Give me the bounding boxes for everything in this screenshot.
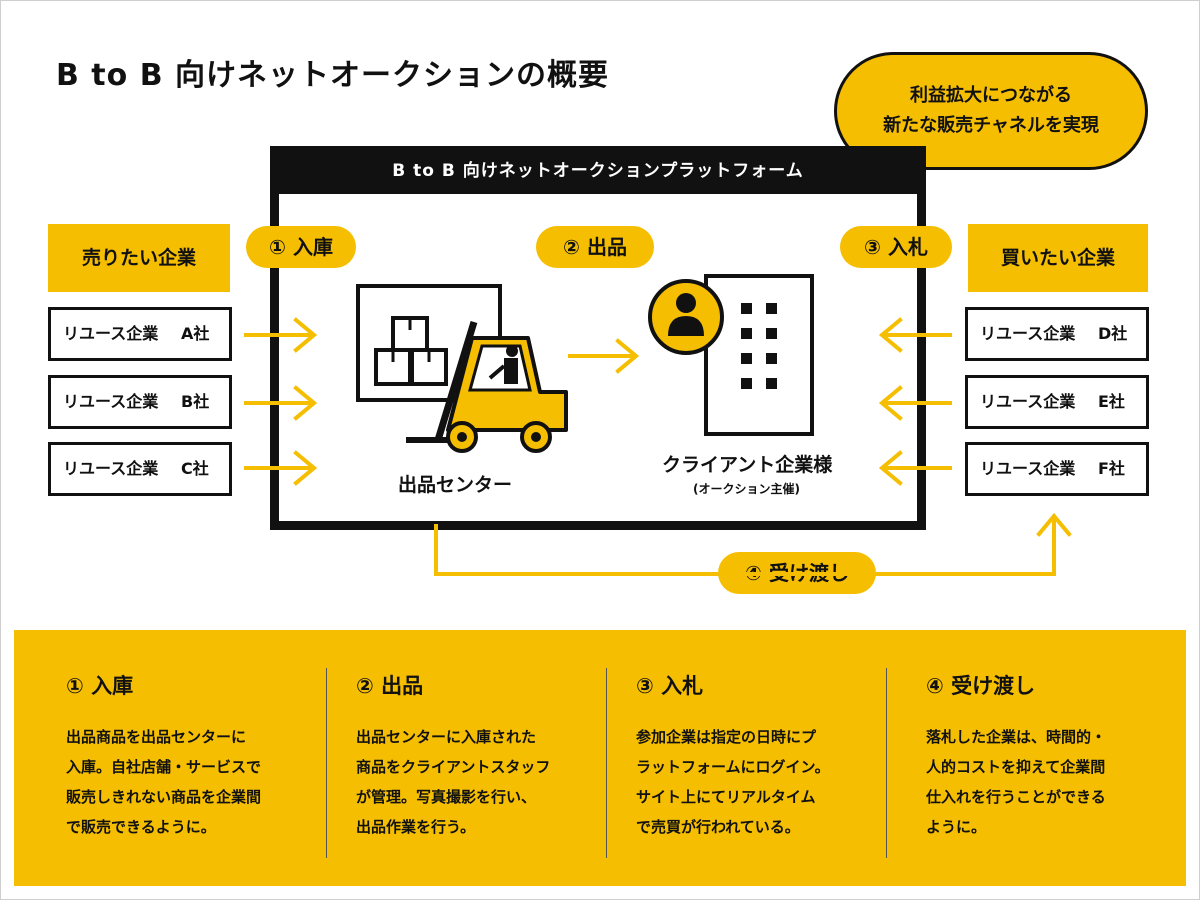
detail-line: 仕入れを行うことができる — [926, 788, 1106, 806]
arrow-left-icon — [878, 450, 952, 486]
sellers-label: 売りたい企業 — [48, 224, 230, 292]
company-name: リユース企業 — [63, 324, 159, 343]
seller-company-b: リユース企業 B社 — [48, 375, 232, 429]
detail-line: で売買が行われている。 — [636, 818, 800, 836]
detail-text: 出品商品を出品センターに 入庫。自社店舗・サービスで 販売しきれない商品を企業間… — [66, 722, 316, 842]
bubble-line-2: 新たな販売チャネルを実現 — [883, 115, 1099, 136]
benefit-bubble: 利益拡大につながる 新たな販売チャネルを実現 — [834, 52, 1148, 170]
detail-title: ③ 入札 — [636, 674, 704, 698]
detail-text: 参加企業は指定の日時にプ ラットフォームにログイン。 サイト上にてリアルタイム … — [636, 722, 886, 842]
buyer-company-f: リユース企業 F社 — [965, 442, 1149, 496]
arrow-right-icon — [244, 317, 318, 353]
company-name: リユース企業 — [63, 459, 159, 478]
detail-title: ① 入庫 — [66, 674, 134, 698]
detail-text: 落札した企業は、時間的・ 人的コストを抑えて企業間 仕入れを行うことができる よ… — [926, 722, 1176, 842]
step-pill-2: ② 出品 — [536, 226, 654, 268]
arrow-left-icon — [878, 385, 952, 421]
company-id: F社 — [1098, 459, 1125, 478]
details-panel — [14, 630, 1186, 886]
company-name: リユース企業 — [63, 392, 159, 411]
detail-line: ように。 — [926, 818, 987, 836]
detail-line: で販売できるように。 — [66, 818, 216, 836]
detail-line: 出品作業を行う。 — [356, 818, 476, 836]
divider — [326, 668, 327, 858]
bubble-line-1: 利益拡大につながる — [910, 85, 1072, 106]
company-id: D社 — [1098, 324, 1128, 343]
detail-column-1: ① 入庫 出品商品を出品センターに 入庫。自社店舗・サービスで 販売しきれない商… — [66, 670, 316, 842]
detail-line: 販売しきれない商品を企業間 — [66, 788, 262, 806]
company-name: リユース企業 — [980, 459, 1076, 478]
divider — [886, 668, 887, 858]
client-sublabel: (オークション主催) — [693, 482, 800, 496]
detail-line: が管理。写真撮影を行い、 — [356, 788, 537, 806]
detail-line: 出品センターに入庫された — [356, 728, 537, 746]
center-label: 出品センター — [398, 474, 513, 496]
company-name: リユース企業 — [980, 392, 1076, 411]
detail-line: 落札した企業は、時間的・ — [926, 728, 1107, 746]
buyers-label: 買いたい企業 — [968, 224, 1148, 292]
divider — [606, 668, 607, 858]
buyer-company-e: リユース企業 E社 — [965, 375, 1149, 429]
company-id: C社 — [181, 459, 209, 478]
arrow-right-icon — [244, 450, 318, 486]
arrow-left-icon — [878, 317, 952, 353]
buyer-company-d: リユース企業 D社 — [965, 307, 1149, 361]
detail-line: 出品商品を出品センターに — [66, 728, 247, 746]
detail-text: 出品センターに入庫された 商品をクライアントスタッフ が管理。写真撮影を行い、 … — [356, 722, 606, 842]
company-name: リユース企業 — [980, 324, 1076, 343]
detail-line: 参加企業は指定の日時にプ — [636, 728, 817, 746]
detail-line: サイト上にてリアルタイム — [636, 788, 816, 806]
arrow-right-icon — [244, 385, 318, 421]
detail-line: ラットフォームにログイン。 — [636, 758, 830, 776]
company-id: A社 — [181, 324, 210, 343]
forklift-icon — [406, 320, 568, 453]
detail-line: 入庫。自社店舗・サービスで — [66, 758, 262, 776]
detail-line: 商品をクライアントスタッフ — [356, 758, 551, 776]
building-icon — [704, 274, 814, 436]
company-id: E社 — [1098, 392, 1125, 411]
delivery-path — [434, 512, 1072, 576]
detail-title: ④ 受け渡し — [926, 674, 1036, 698]
platform-title: B to B 向けネットオークションプラットフォーム — [270, 146, 926, 194]
seller-company-c: リユース企業 C社 — [48, 442, 232, 496]
detail-column-3: ③ 入札 参加企業は指定の日時にプ ラットフォームにログイン。 サイト上にてリア… — [636, 670, 886, 842]
arrow-right-icon — [568, 338, 640, 374]
diagram-graphics — [244, 274, 1072, 576]
seller-company-a: リユース企業 A社 — [48, 307, 232, 361]
detail-title: ② 出品 — [356, 674, 424, 698]
detail-column-4: ④ 受け渡し 落札した企業は、時間的・ 人的コストを抑えて企業間 仕入れを行うこ… — [926, 670, 1176, 842]
person-icon — [648, 279, 724, 355]
detail-line: 人的コストを抑えて企業間 — [926, 758, 1106, 776]
company-id: B社 — [181, 392, 210, 411]
step-pill-1: ① 入庫 — [246, 226, 356, 268]
step-pill-3: ③ 入札 — [840, 226, 952, 268]
detail-column-2: ② 出品 出品センターに入庫された 商品をクライアントスタッフ が管理。写真撮影… — [356, 670, 606, 842]
page-title: B to B 向けネットオークションの概要 — [56, 58, 610, 93]
client-label: クライアント企業様 — [662, 454, 833, 476]
